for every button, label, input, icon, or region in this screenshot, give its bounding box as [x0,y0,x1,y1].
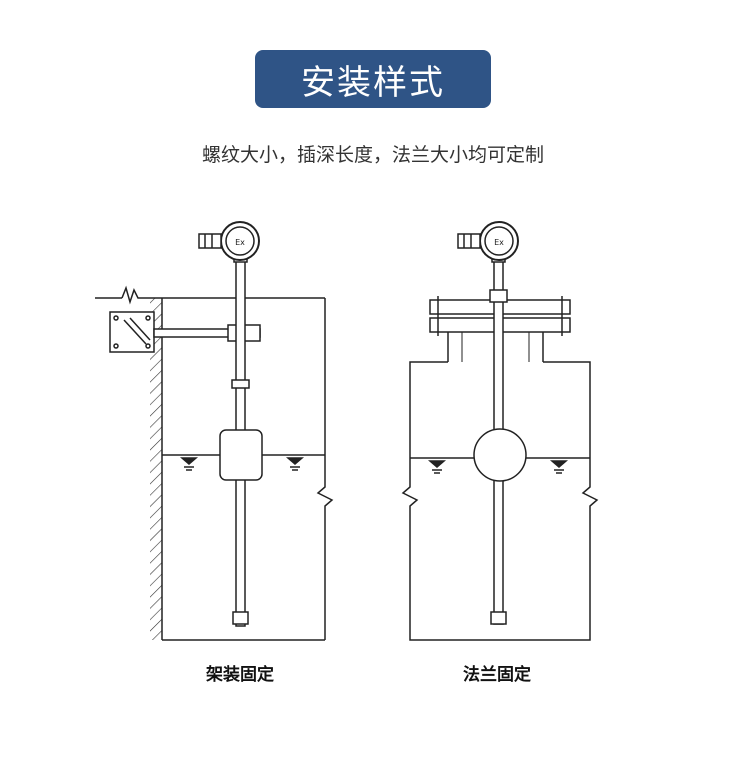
section-title-badge: 安装样式 [255,50,491,108]
level-mark-left [179,457,199,471]
explosion-proof-label-right: Ex [494,238,504,247]
explosion-proof-label-left: Ex [235,238,245,247]
cable-gland-right [457,233,481,249]
tank-outline [401,361,599,641]
wall-hatching [150,298,162,640]
customization-note: 螺纹大小，插深长度，法兰大小均可定制 [201,144,544,166]
ball-float [473,428,527,482]
level-mark-right-2 [549,460,569,474]
bracket-mount-diagram [95,221,334,641]
flange-mount-diagram [401,221,599,641]
level-mark-right [285,457,305,471]
bracket-mount-caption: 架装固定 [206,665,274,685]
mounting-bracket-plate [109,311,155,353]
flange-mount-caption: 法兰固定 [463,665,531,685]
section-title: 安装样式 [301,62,445,103]
tank-right-wall [316,298,334,640]
level-mark-left-2 [427,460,447,474]
wall-break-line [121,285,325,305]
float [219,429,263,481]
cable-gland [198,233,222,249]
